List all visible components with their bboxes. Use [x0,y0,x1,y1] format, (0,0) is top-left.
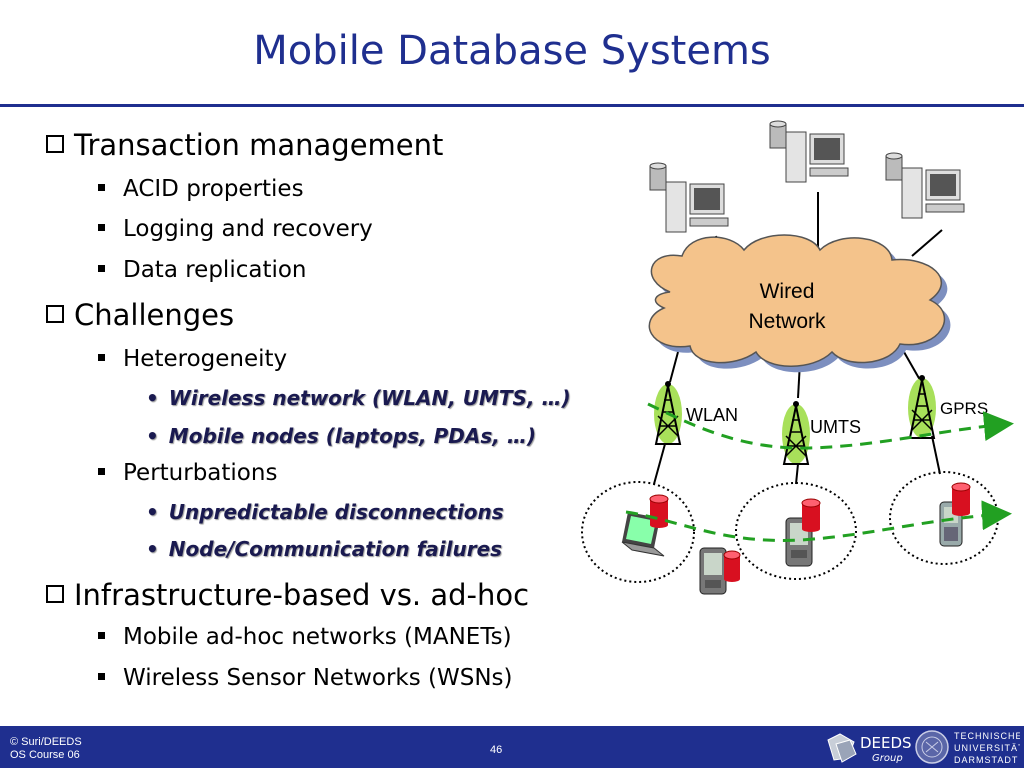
wired-network-cloud [648,234,951,373]
slide-footer: © Suri/DEEDS OS Course 06 46 DEEDS Group… [0,726,1024,768]
bullet-infrastructure: Infrastructure-based vs. ad-hoc [46,578,529,612]
bullet-disconnections: •Unpredictable disconnections [146,500,504,524]
square-bullet-icon [98,265,105,272]
pda-icon [699,547,727,595]
database-icon [801,498,821,532]
square-bullet-icon [98,468,105,475]
bullet-perturbations: Perturbations [98,460,277,486]
square-bullet-icon [98,184,105,191]
network-diagram: Wired Network [581,120,1014,595]
square-bullet-icon [98,354,105,361]
deeds-group-text: Group [872,753,903,764]
wire-line [669,351,679,383]
bullet-wireless-network: •Wireless network (WLAN, UMTS, …) [146,386,571,410]
bullet-replication: Data replication [98,257,307,283]
antenna-tower-icon [782,401,810,465]
wire-line [931,435,941,475]
database-icon [951,482,971,516]
gprs-label: GPRS [940,399,988,418]
page-number: 46 [490,744,503,756]
deeds-logo-icon [827,733,857,763]
square-bullet-icon [98,224,105,231]
server-computer-icon [885,152,965,219]
bullet-manets: Mobile ad-hoc networks (MANETs) [98,624,512,650]
wlan-label: WLAN [686,405,738,425]
tu-darmstadt-seal-icon [915,730,949,764]
title-divider [0,104,1024,107]
bullet-transaction-management: Transaction management [46,128,443,162]
cell-range-circle [581,481,695,583]
cloud-label-line2: Network [748,310,826,333]
database-icon [723,550,741,582]
tu-text-line2: UNIVERSITÄT [954,743,1020,753]
footer-logos: DEEDS Group TECHNISCHE UNIVERSITÄT DARMS… [827,730,1020,765]
bullet-challenges: Challenges [46,298,234,332]
checkbox-bullet-icon [46,585,64,603]
tu-text-line1: TECHNISCHE [954,731,1020,741]
bullet-mobile-nodes: •Mobile nodes (laptops, PDAs, …) [146,424,536,448]
deeds-logo-text: DEEDS [860,734,912,752]
wire-line [653,443,666,485]
wire-line [911,229,943,257]
handover-arrow-bottom [625,500,1012,542]
bullet-logging: Logging and recovery [98,216,373,242]
cloud-label-line1: Wired [760,280,815,303]
tu-text-line3: DARMSTADT [954,755,1018,765]
footer-copyright: © Suri/DEEDS OS Course 06 [10,736,82,761]
bullet-heterogeneity: Heterogeneity [98,346,287,372]
square-bullet-icon [98,632,105,639]
umts-label: UMTS [810,417,861,437]
antenna-tower-icon [908,375,936,439]
database-icon [649,494,669,528]
bullet-failures: •Node/Communication failures [146,537,503,561]
wire-line [795,463,799,485]
checkbox-bullet-icon [46,305,64,323]
bullet-wsns: Wireless Sensor Networks (WSNs) [98,665,513,691]
server-computer-icon [649,162,729,233]
checkbox-bullet-icon [46,135,64,153]
handover-arrow-top [647,402,1014,450]
bullet-acid: ACID properties [98,176,304,202]
server-computer-icon [769,120,849,183]
slide-title: Mobile Database Systems [253,28,771,74]
cell-range-circle [735,482,857,580]
square-bullet-icon [98,673,105,680]
